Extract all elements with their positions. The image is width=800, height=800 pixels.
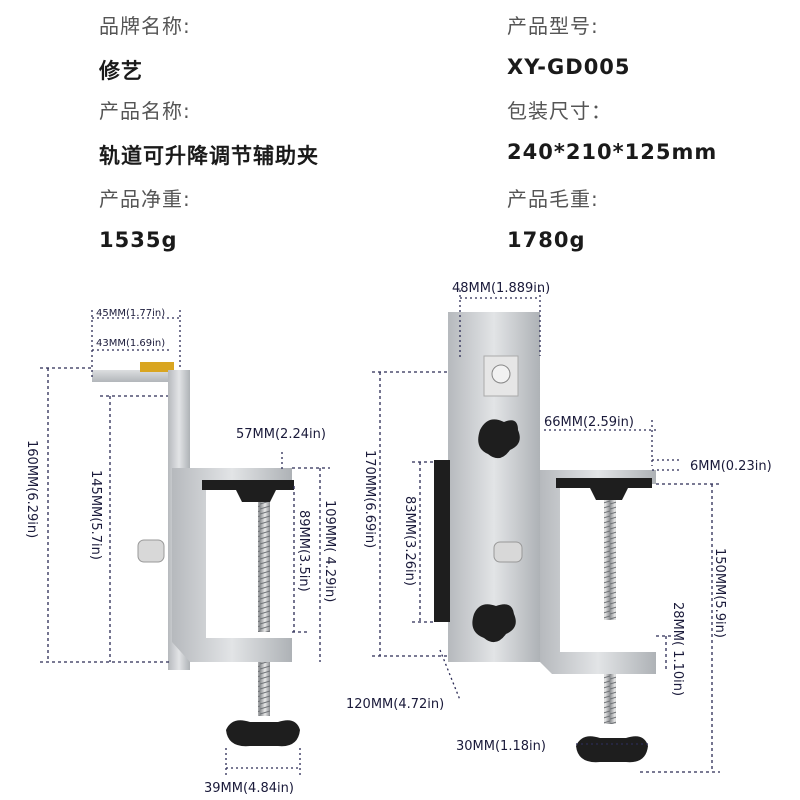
dim-66mm: 66MM(2.59in) <box>544 415 634 430</box>
dim-43mm: 43MM(1.69in) <box>96 338 165 349</box>
net-weight-value: 1535g <box>99 228 178 252</box>
dim-39mm: 39MM(4.84in) <box>204 781 294 796</box>
dim-28mm: 28MM( 1.10in) <box>670 602 685 696</box>
dim-160mm: 160MM(6.29in) <box>24 440 39 538</box>
brand-value: 修艺 <box>99 59 143 83</box>
left-dimensions <box>40 310 330 775</box>
dim-57mm: 57MM(2.24in) <box>236 427 326 442</box>
product-name-label: 产品名称: <box>99 99 191 123</box>
dim-83mm: 83MM(3.26in) <box>402 496 417 586</box>
dim-6mm: 6MM(0.23in) <box>690 459 772 474</box>
dim-150mm: 150MM(5.9in) <box>712 548 727 638</box>
dim-145mm: 145MM(5.7in) <box>88 470 103 560</box>
dim-89mm: 89MM(3.5in) <box>296 510 311 592</box>
dim-45mm: 45MM(1.77in) <box>96 308 165 319</box>
net-weight-label: 产品净重: <box>99 187 191 211</box>
dim-30mm: 30MM(1.18in) <box>456 739 546 754</box>
gross-weight-label: 产品毛重: <box>507 187 599 211</box>
model-value: XY-GD005 <box>507 55 631 79</box>
dim-48mm: 48MM(1.889in) <box>452 281 550 296</box>
package-size-value: 240*210*125mm <box>507 140 718 164</box>
product-name-value: 轨道可升降调节辅助夹 <box>99 144 319 168</box>
dim-120mm: 120MM(4.72in) <box>346 697 444 712</box>
brand-label: 品牌名称: <box>99 14 191 38</box>
dim-170mm: 170MM(6.69in) <box>362 450 377 548</box>
product-specs: 品牌名称: 产品型号: 修艺 XY-GD005 产品名称: 包装尺寸： 轨道可升… <box>0 0 800 270</box>
right-clamp-drawing <box>434 312 656 763</box>
model-label: 产品型号: <box>507 14 599 38</box>
dim-109mm: 109MM( 4.29in) <box>322 500 337 602</box>
dimension-diagram: 45MM(1.77in) 43MM(1.69in) 160MM(6.29in) … <box>0 270 800 800</box>
left-clamp-drawing <box>92 362 300 747</box>
right-dimensions <box>372 290 720 773</box>
gross-weight-value: 1780g <box>507 228 586 252</box>
package-size-label: 包装尺寸： <box>507 99 612 123</box>
